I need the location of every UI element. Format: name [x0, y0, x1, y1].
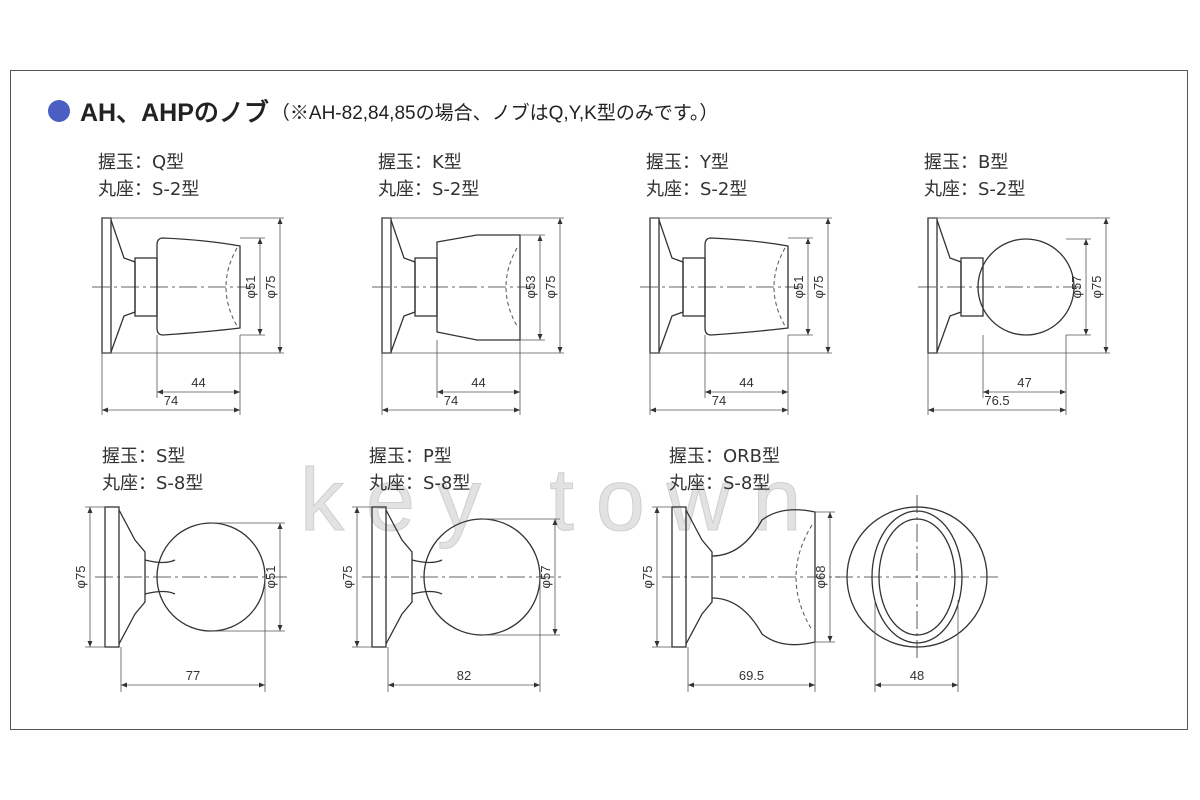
dimension-label: 82	[457, 668, 471, 683]
grip-type-label: 握玉：ORB型	[669, 446, 780, 467]
dimension-label: φ75	[543, 276, 558, 299]
dimension-label: φ75	[811, 276, 826, 299]
dimension-label: φ53	[523, 276, 538, 299]
grip-type-label: 握玉：Q型	[98, 152, 184, 173]
rosette-type-label: 丸座：S-8型	[369, 473, 470, 494]
knob-face-hidden-line	[225, 247, 238, 327]
dimension-label: φ75	[263, 276, 278, 299]
dimension-label: 44	[739, 375, 753, 390]
knob-neck	[144, 590, 176, 595]
dimension-label: 47	[1017, 375, 1031, 390]
rosette-plate	[101, 217, 112, 354]
dimension-label: φ57	[1069, 276, 1084, 299]
rosette-type-label: 丸座：S-8型	[669, 473, 770, 494]
rosette-type-label: 丸座：S-8型	[102, 473, 203, 494]
knob-neck	[411, 590, 443, 595]
rosette-body	[658, 219, 684, 353]
dimension-label: φ75	[73, 566, 88, 589]
dimension-label: 74	[712, 393, 726, 408]
rosette-type-label: 丸座：S-2型	[924, 179, 1025, 200]
rosette-body	[118, 509, 146, 645]
dimension-label: 77	[186, 668, 200, 683]
grip-type-label: 握玉：B型	[924, 152, 1008, 173]
dimension-label: 69.5	[739, 668, 764, 683]
dimension-label: 44	[471, 375, 485, 390]
dimension-label: 74	[444, 393, 458, 408]
rosette-body	[385, 509, 413, 645]
rosette-type-label: 丸座：S-2型	[378, 179, 479, 200]
dimension-label: 48	[910, 668, 924, 683]
title-main: AH、AHPのノブ	[80, 99, 269, 127]
rosette-type-label: 丸座：S-2型	[646, 179, 747, 200]
knob-body	[704, 237, 789, 336]
dimension-label: φ51	[243, 276, 258, 299]
diagram-frame	[10, 70, 1188, 730]
grip-type-label: 握玉：Y型	[646, 152, 729, 173]
rosette-plate	[381, 217, 392, 354]
knob-neck	[144, 559, 176, 564]
rosette-body	[936, 219, 962, 353]
knob-face-hidden-line	[505, 247, 518, 327]
title-note: （※AH-82,84,85の場合、ノブはQ,Y,K型のみです。）	[270, 102, 719, 124]
grip-type-label: 握玉：S型	[102, 446, 185, 467]
dimension-label: φ75	[340, 566, 355, 589]
rosette-plate	[649, 217, 660, 354]
knob-body	[156, 237, 241, 336]
dimension-label: 74	[164, 393, 178, 408]
watermark: key town	[300, 450, 823, 549]
grip-type-label: 握玉：K型	[378, 152, 462, 173]
section-title: AH、AHPのノブ （※AH-82,84,85の場合、ノブはQ,Y,K型のみです…	[48, 93, 718, 129]
knob-face-hidden-line	[795, 524, 813, 631]
rosette-plate	[927, 217, 938, 354]
knob-neck	[411, 559, 443, 564]
rosette-type-label: 丸座：S-2型	[98, 179, 199, 200]
rosette-body	[110, 219, 136, 353]
knob-body	[436, 234, 521, 341]
dimension-label: 44	[191, 375, 205, 390]
dimension-label: φ75	[640, 566, 655, 589]
bullet-icon	[48, 100, 70, 122]
dimension-label: φ75	[1089, 276, 1104, 299]
knob-face-hidden-line	[773, 247, 786, 327]
dimension-label: 76.5	[984, 393, 1009, 408]
rosette-body	[685, 509, 713, 645]
grip-type-label: 握玉：P型	[369, 446, 452, 467]
rosette-body	[390, 219, 416, 353]
dimension-label: φ51	[791, 276, 806, 299]
